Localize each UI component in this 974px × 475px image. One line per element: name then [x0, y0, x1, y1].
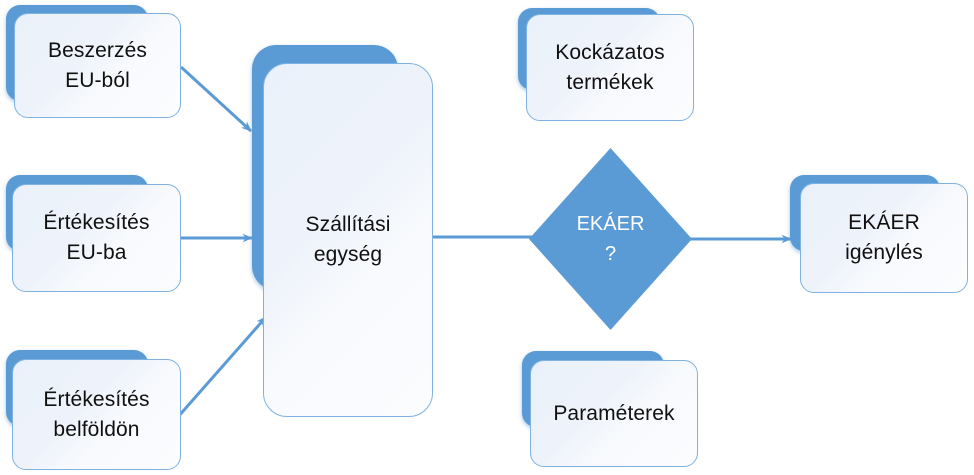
node-face[interactable]: Értékesítés EU-ba [12, 184, 181, 292]
node-face[interactable]: EKÁER igénylés [800, 183, 968, 293]
node-label: EKÁER igénylés [845, 211, 923, 264]
node-ekaer-igenyles[interactable]: EKÁER igénylés [784, 170, 974, 298]
node-label: Paraméterek [553, 401, 675, 425]
edge-beszerzes-to-egyseg [179, 65, 253, 133]
node-label: Értékesítés EU-ba [43, 211, 150, 264]
node-kockazatos-termekek[interactable]: Kockázatos termékek [512, 0, 702, 128]
node-face[interactable]: Paraméterek [530, 360, 698, 467]
node-ertekesites-eu-ba[interactable]: Értékesítés EU-ba [0, 170, 190, 298]
node-parameterek[interactable]: Paraméterek [512, 345, 702, 473]
node-label: Szállítási egység [305, 213, 391, 266]
node-beszerzes-eu-bol[interactable]: Beszerzés EU-ból [0, 0, 190, 125]
node-face[interactable]: Értékesítés belföldön [12, 359, 181, 470]
node-face[interactable]: Beszerzés EU-ból [14, 13, 181, 118]
node-label: Beszerzés EU-ból [48, 38, 147, 92]
node-face[interactable]: Kockázatos termékek [526, 14, 694, 121]
node-label: Kockázatos termékek [555, 40, 665, 94]
node-ekaer-decision[interactable]: EKÁER ? [529, 148, 692, 330]
node-szallitasi-egyseg[interactable]: Szállítási egység [250, 42, 440, 422]
node-ertekesites-belfoldon[interactable]: Értékesítés belföldön [0, 345, 190, 475]
node-face[interactable]: Szállítási egység [263, 63, 433, 417]
node-label: Értékesítés belföldön [43, 387, 150, 441]
diamond-shape [529, 148, 692, 330]
